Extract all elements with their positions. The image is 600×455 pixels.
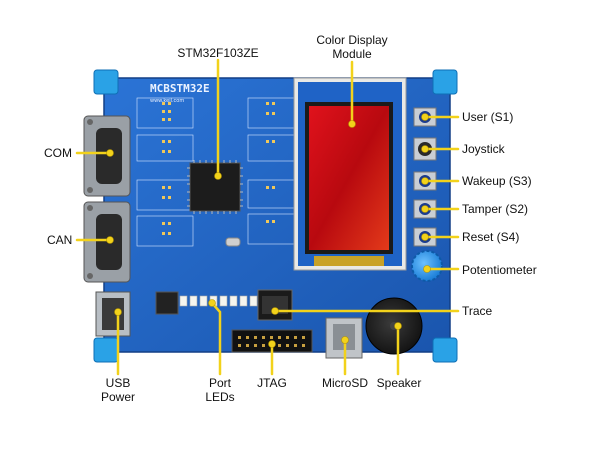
label-display-line2: Module xyxy=(332,47,372,61)
corner-standoff-tr xyxy=(432,69,458,95)
label-user: User (S1) xyxy=(462,110,514,124)
chip-pins xyxy=(187,160,243,214)
pointer-dots xyxy=(106,113,431,348)
display-base xyxy=(314,256,384,266)
label-usb-line1: USB xyxy=(105,376,131,390)
label-reset: Reset (S4) xyxy=(462,230,520,244)
label-potentiometer: Potentiometer xyxy=(462,263,537,277)
label-speaker: Speaker xyxy=(376,376,422,390)
label-display-line1: Color Display xyxy=(316,33,388,47)
corner-standoff-bl xyxy=(93,337,119,363)
label-trace: Trace xyxy=(462,304,493,318)
label-port-line2: LEDs xyxy=(205,390,235,404)
header-pins xyxy=(162,102,275,235)
board-name-silkscreen: MCBSTM32E xyxy=(150,82,210,95)
label-wakeup: Wakeup (S3) xyxy=(462,174,532,188)
user-button xyxy=(413,107,437,127)
board-url-silkscreen: www.keil.com xyxy=(150,98,184,104)
usb-chip xyxy=(155,291,179,315)
label-joystick: Joystick xyxy=(462,142,505,156)
corner-standoff-br xyxy=(432,337,458,363)
corner-standoff-tl xyxy=(93,69,119,95)
pointer-port-leds xyxy=(210,301,222,376)
label-can: CAN xyxy=(47,233,73,247)
label-stm32: STM32F103ZE xyxy=(177,46,259,60)
label-usb-line2: Power xyxy=(100,390,135,404)
label-tamper: Tamper (S2) xyxy=(462,202,529,216)
display-lcd xyxy=(309,106,389,250)
usb-connector xyxy=(95,291,131,337)
label-jtag: JTAG xyxy=(257,376,287,390)
label-com: COM xyxy=(44,146,72,160)
stm32-chip xyxy=(189,162,241,212)
crystal xyxy=(225,237,241,247)
label-port-line1: Port xyxy=(208,376,231,390)
pointer-lines xyxy=(75,58,460,376)
com-connector xyxy=(83,115,131,197)
label-microsd: MicroSD xyxy=(321,376,368,390)
